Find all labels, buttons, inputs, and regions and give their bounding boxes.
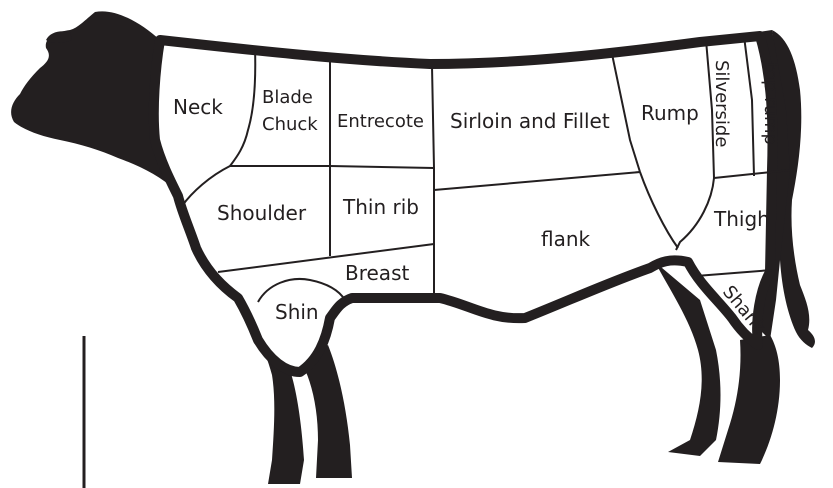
label-silverside: Silverside <box>711 60 732 147</box>
label-sirloin-and-fillet: Sirloin and Fillet <box>450 109 610 133</box>
label-entrecote: Entrecote <box>337 111 424 132</box>
label-thigh: Thigh <box>713 207 770 231</box>
cow-ear <box>46 31 72 43</box>
cow-hind-leg-right <box>718 335 780 464</box>
label-chuck: Chuck <box>262 114 318 135</box>
label-flank: flank <box>541 227 591 251</box>
label-shoulder: Shoulder <box>217 201 307 225</box>
label-breast: Breast <box>345 261 409 285</box>
label-thin-rib: Thin rib <box>342 195 419 219</box>
label-neck: Neck <box>173 95 223 119</box>
label-shin: Shin <box>275 300 319 324</box>
label-top-rump: top rump <box>760 62 781 145</box>
label-blade: Blade <box>262 87 313 108</box>
label-rump: Rump <box>641 101 699 125</box>
